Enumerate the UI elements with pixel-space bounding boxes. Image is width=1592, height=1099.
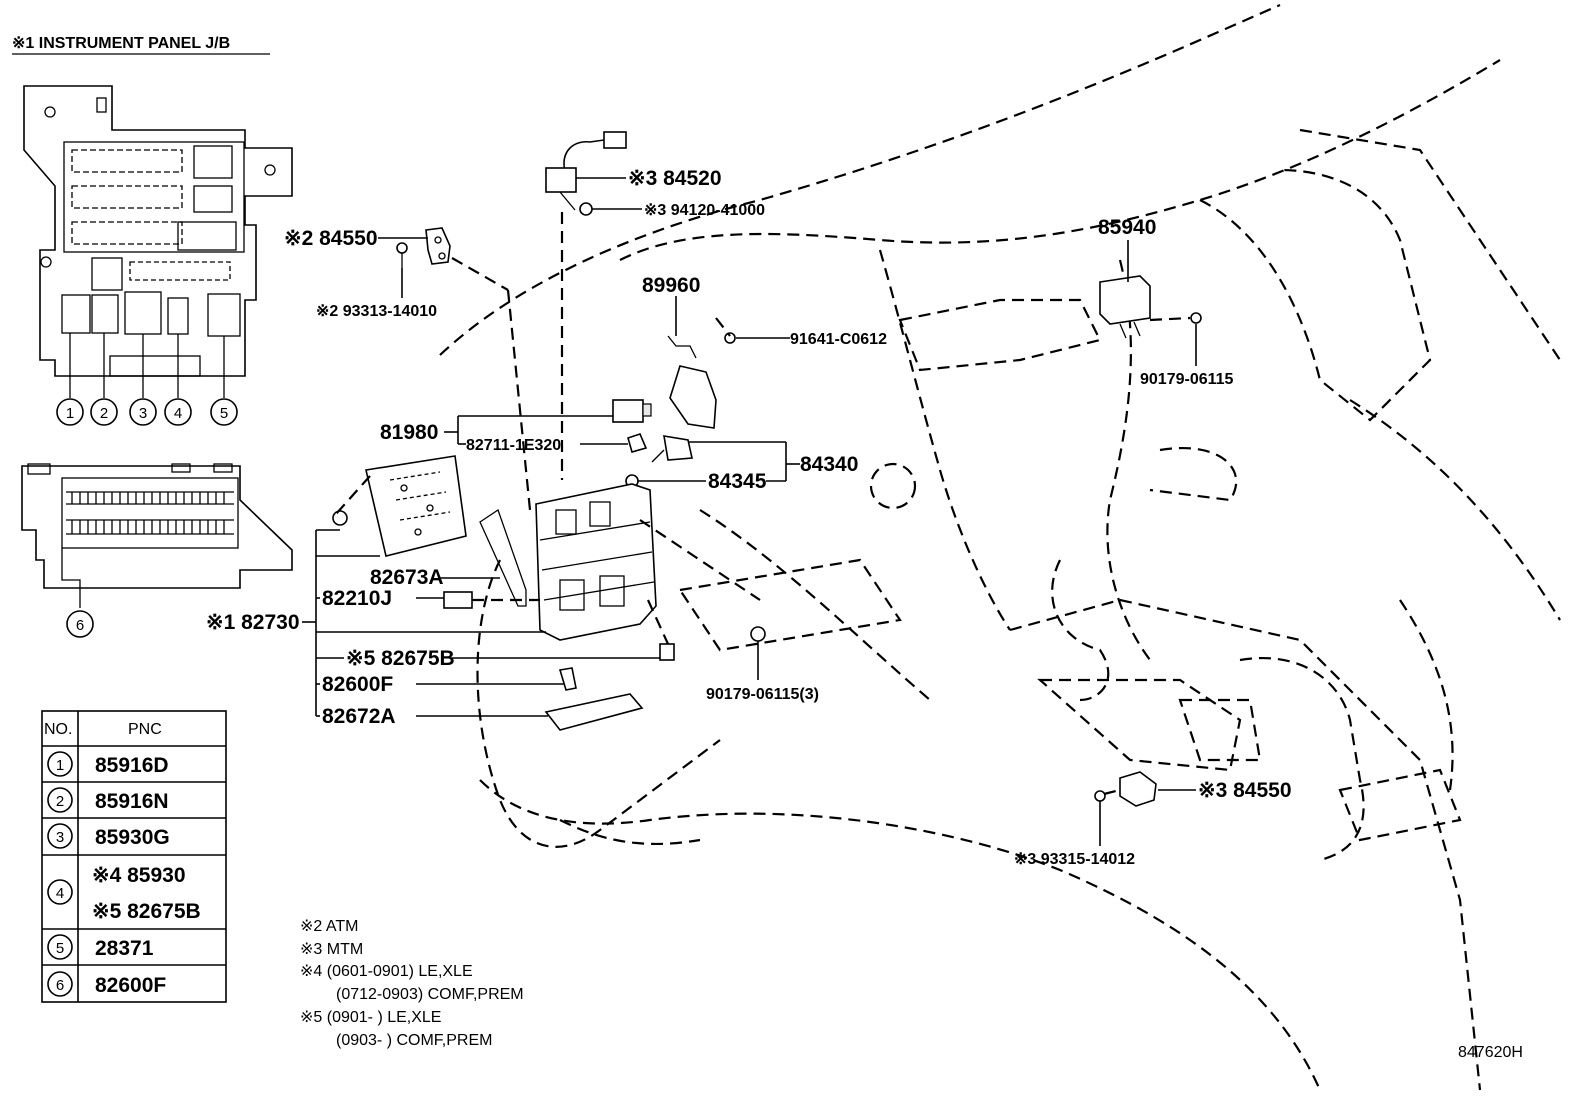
table-row-4: 4 ※4 85930 ※5 82675B xyxy=(47,864,201,923)
pnc-table: NO. PNC 1 85916D 2 85916N 3 85930G 4 ※4 … xyxy=(41,710,227,1003)
svg-text:2: 2 xyxy=(56,793,64,810)
part-82600F-clip xyxy=(558,667,577,691)
part-circuit-board xyxy=(365,455,467,557)
part-82675B-fuse xyxy=(659,643,675,661)
junction-block-top-view xyxy=(23,85,293,398)
svg-text:85916D: 85916D xyxy=(95,754,169,777)
part-84550-bracket-bottom xyxy=(1094,771,1157,807)
label-91641: 91641-C0612 xyxy=(790,331,887,348)
part-81980-relay xyxy=(612,399,652,423)
circle-callout-5: 5 xyxy=(210,398,238,426)
leader-lines xyxy=(302,177,1197,846)
table-header-no: NO. xyxy=(44,721,72,738)
part-84550-bracket-top xyxy=(396,227,451,268)
part-90179-nuts xyxy=(750,626,766,642)
assembly-guide-lines xyxy=(335,212,1191,796)
svg-text:28371: 28371 xyxy=(95,937,154,960)
table-row-5: 5 28371 xyxy=(47,934,154,960)
label-93313: ※2 93313-14010 xyxy=(316,303,437,320)
table-row-6: 6 82600F xyxy=(47,971,166,997)
circle-callout-4: 4 xyxy=(164,398,192,426)
svg-text:4: 4 xyxy=(56,885,64,902)
svg-text:85916N: 85916N xyxy=(95,790,169,813)
label-90179-3: 90179-06115(3) xyxy=(706,686,819,703)
label-89960: 89960 xyxy=(642,274,700,297)
label-82600F: 82600F xyxy=(322,673,393,696)
svg-text:2: 2 xyxy=(100,405,108,422)
circle-callout-1: 1 xyxy=(56,398,84,426)
label-84550-bottom: ※3 84550 xyxy=(1198,779,1292,802)
footnotes: ※2 ATM ※3 MTM ※4 (0601-0901) LE,XLE (071… xyxy=(300,918,524,1049)
circle-callout-6: 6 xyxy=(66,610,94,638)
svg-text:※3 MTM: ※3 MTM xyxy=(300,941,363,958)
label-82675B: ※5 82675B xyxy=(346,647,455,670)
label-84340: 84340 xyxy=(800,453,858,476)
part-89960-module xyxy=(667,332,736,429)
svg-text:4: 4 xyxy=(174,405,182,422)
svg-text:3: 3 xyxy=(56,829,64,846)
svg-text:※2 ATM: ※2 ATM xyxy=(300,918,358,935)
label-82672A: 82672A xyxy=(322,705,396,728)
figure-id: 847620H xyxy=(1458,1044,1523,1061)
table-row-3: 3 85930G xyxy=(47,823,170,849)
label-84520: ※3 84520 xyxy=(628,167,722,190)
part-85940-relay xyxy=(1099,275,1202,339)
svg-text:5: 5 xyxy=(56,940,64,957)
label-94120: ※3 94120-41000 xyxy=(644,202,765,219)
label-84345: 84345 xyxy=(708,470,767,493)
table-header-pnc: PNC xyxy=(128,721,162,738)
svg-text:※5 (0901- ) LE,XLE: ※5 (0901- ) LE,XLE xyxy=(300,1009,441,1026)
header-title: ※1 INSTRUMENT PANEL J/B xyxy=(12,35,230,52)
svg-text:82600F: 82600F xyxy=(95,974,166,997)
svg-text:1: 1 xyxy=(66,405,74,422)
svg-text:1: 1 xyxy=(56,757,64,774)
svg-text:※4 (0601-0901) LE,XLE: ※4 (0601-0901) LE,XLE xyxy=(300,963,473,980)
svg-text:85930G: 85930G xyxy=(95,826,170,849)
label-82730: ※1 82730 xyxy=(206,611,300,634)
svg-text:※4 85930: ※4 85930 xyxy=(92,864,186,887)
svg-text:(0712-0903) COMF,PREM: (0712-0903) COMF,PREM xyxy=(336,986,524,1003)
label-93315: ※3 93315-14012 xyxy=(1014,851,1135,868)
svg-text:6: 6 xyxy=(56,977,64,994)
svg-text:6: 6 xyxy=(76,617,84,634)
junction-block-side-view xyxy=(21,463,293,608)
label-84550-top: ※2 84550 xyxy=(284,227,378,250)
svg-text:(0903- ) COMF,PREM: (0903- ) COMF,PREM xyxy=(336,1032,492,1049)
svg-text:3: 3 xyxy=(139,405,147,422)
table-row-1: 1 85916D xyxy=(47,751,169,777)
label-82673A: 82673A xyxy=(370,566,444,589)
part-82672A-cover xyxy=(544,693,644,731)
label-82711: 82711-1E320 xyxy=(466,437,561,454)
part-82711-clip xyxy=(627,433,648,453)
circle-callout-3: 3 xyxy=(129,398,157,426)
circle-callout-2: 2 xyxy=(90,398,118,426)
table-row-2: 2 85916N xyxy=(47,787,169,813)
label-85940: 85940 xyxy=(1098,216,1156,239)
svg-text:5: 5 xyxy=(220,405,228,422)
part-labels: ※3 84520 ※3 94120-41000 ※2 84550 ※2 9331… xyxy=(206,167,1292,868)
dashboard-outline xyxy=(439,3,1561,1091)
svg-text:※5 82675B: ※5 82675B xyxy=(92,900,201,923)
label-90179-right: 90179-06115 xyxy=(1140,371,1234,388)
part-84520-switch xyxy=(545,131,627,216)
part-82210J-connector xyxy=(443,591,473,609)
label-81980: 81980 xyxy=(380,421,438,444)
part-84340-switch xyxy=(651,435,693,463)
label-82210J: 82210J xyxy=(322,587,392,610)
